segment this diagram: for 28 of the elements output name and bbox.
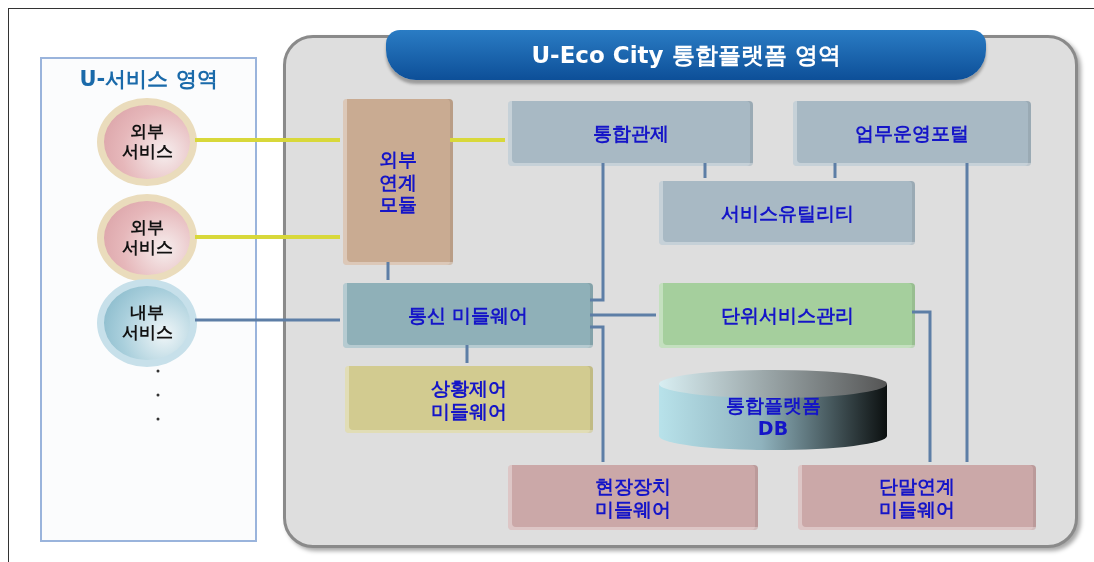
module-box: 업무운영포털 xyxy=(793,101,1031,166)
connector-line xyxy=(450,138,505,142)
module-box: 단위서비스관리 xyxy=(659,283,915,348)
connector-line xyxy=(195,138,340,142)
module-box: 통신 미들웨어 xyxy=(343,283,593,348)
connector-line xyxy=(590,163,605,302)
connector-line xyxy=(833,163,837,178)
service-circle: 내부 서비스 xyxy=(97,279,197,367)
title-banner: U-Eco City 통합플랫폼 영역 xyxy=(386,30,986,80)
module-box: 상황제어 미들웨어 xyxy=(345,366,593,433)
connector-line xyxy=(590,313,656,317)
connector-line xyxy=(965,163,969,462)
module-box: 현장장치 미들웨어 xyxy=(508,465,758,530)
service-circle: 외부 서비스 xyxy=(97,98,197,186)
connector-line xyxy=(195,318,340,322)
connector-line xyxy=(912,310,932,462)
module-box: 외부 연계 모듈 xyxy=(343,99,453,265)
module-box: 단말연계 미들웨어 xyxy=(798,465,1036,530)
connector-line xyxy=(703,163,707,178)
connector-line xyxy=(386,262,390,280)
connector-line xyxy=(195,235,340,239)
module-box: 서비스유틸리티 xyxy=(659,181,915,245)
panel-heading: U-서비스 영역 xyxy=(78,66,219,93)
module-box: 통합관제 xyxy=(508,101,753,166)
connector-line xyxy=(590,325,605,462)
service-circle: 외부 서비스 xyxy=(97,194,197,282)
service-area-panel xyxy=(40,57,257,542)
connector-line xyxy=(465,345,469,363)
